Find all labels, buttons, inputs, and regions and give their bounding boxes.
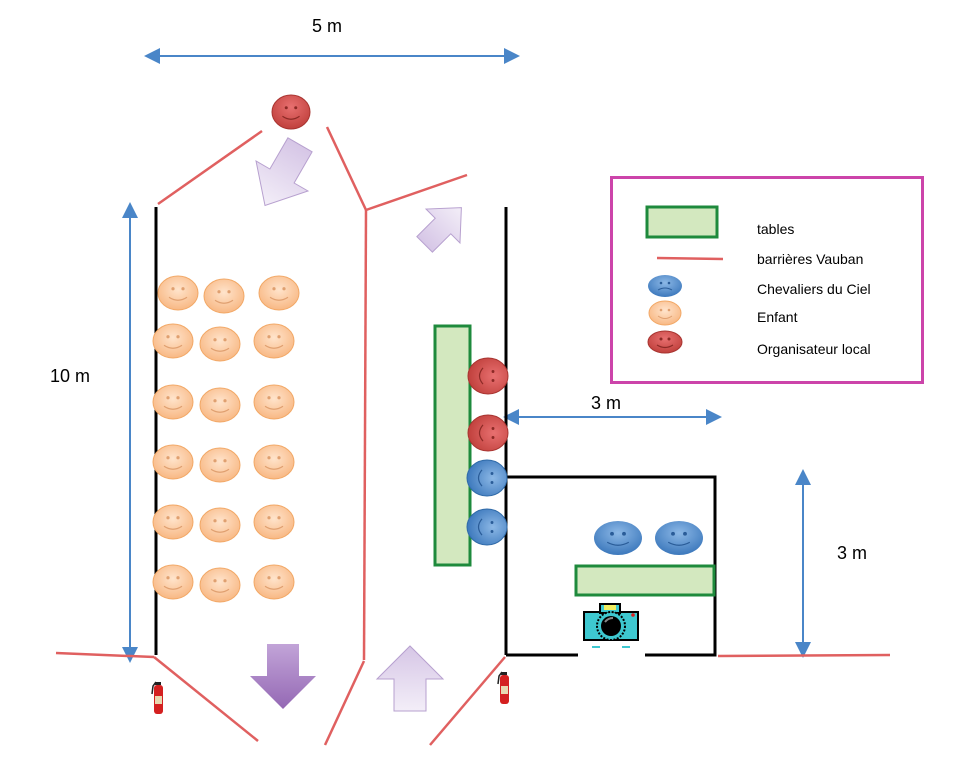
legend-label-tables: tables: [757, 221, 795, 237]
chevalier-table: [466, 459, 508, 497]
people: [152, 94, 703, 603]
legend-symbols: [645, 205, 724, 354]
enfant: [152, 444, 194, 480]
enfant: [258, 275, 300, 311]
organisateur-table: [467, 357, 509, 395]
enfant: [199, 567, 241, 603]
fire-extinguisher-icon: [497, 671, 509, 704]
dimension-label-right-width: 3 m: [591, 393, 622, 413]
enfant: [253, 504, 295, 540]
enfant: [199, 387, 241, 423]
table-vertical: [433, 324, 472, 567]
legend-label-organisateur: Organisateur local: [757, 341, 871, 357]
organisateur-entry: [271, 94, 311, 130]
flow-arrow-exit-diagonal: [416, 207, 462, 253]
chevalier-room: [594, 521, 642, 555]
legend-label-enfant: Enfant: [757, 309, 798, 325]
enfant: [199, 326, 241, 362]
enfant: [152, 384, 194, 420]
barriers: [55, 126, 891, 746]
legend-enfant-symbol: [648, 300, 682, 326]
legend-table-symbol: [645, 205, 719, 239]
legend-label-barrieres: barrières Vauban: [757, 251, 864, 267]
enfant: [157, 275, 199, 311]
legend-chevalier-symbol: [648, 275, 682, 297]
legend: tables barrières Vauban Chevaliers du Ci…: [610, 176, 924, 384]
enfant: [152, 564, 194, 600]
dimension-label-left: 10 m: [50, 366, 91, 386]
flow-arrow-down: [250, 644, 316, 709]
enfant: [253, 564, 295, 600]
enfant: [152, 504, 194, 540]
dimension-label-right-height: 3 m: [837, 543, 868, 563]
camera-icon: [580, 598, 644, 650]
enfant: [253, 384, 295, 420]
dimension-label-top: 5 m: [312, 16, 343, 36]
chevalier-room: [655, 521, 703, 555]
organisateur-table: [467, 414, 509, 452]
enfant: [152, 323, 194, 359]
legend-label-chevaliers: Chevaliers du Ciel: [757, 281, 871, 297]
enfant: [253, 323, 295, 359]
flow-arrow-entry: [255, 137, 313, 207]
legend-barrier-symbol: [656, 256, 724, 261]
fire-extinguisher-icon: [151, 681, 163, 714]
enfant: [199, 447, 241, 483]
legend-organisateur-symbol: [647, 330, 683, 354]
table-room: [574, 564, 716, 597]
chevalier-table: [466, 508, 508, 546]
enfant: [199, 507, 241, 543]
flow-arrow-up: [375, 645, 445, 712]
enfant: [253, 444, 295, 480]
enfant: [203, 278, 245, 314]
